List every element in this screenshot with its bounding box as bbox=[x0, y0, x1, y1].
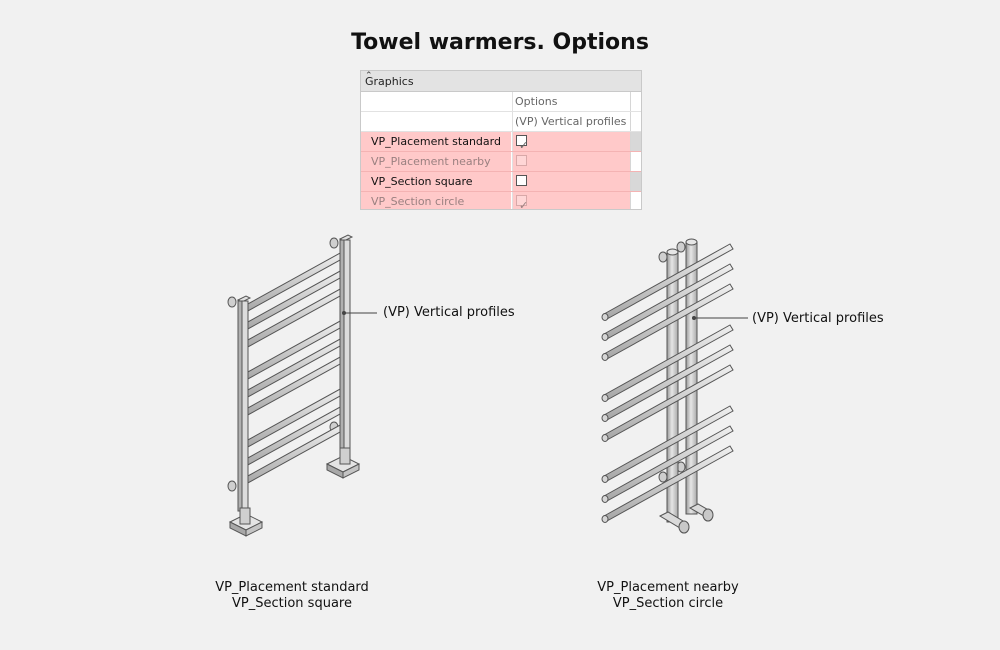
towel-warmer-standard-square bbox=[227, 234, 377, 537]
page-title: Towel warmers. Options bbox=[351, 30, 649, 55]
column-header-options: Options bbox=[515, 95, 558, 108]
section-header-graphics[interactable]: Graphics ⌃ bbox=[361, 71, 641, 92]
wall-bracket-icon bbox=[227, 237, 339, 492]
caption-left: VP_Placement standard VP_Section square bbox=[142, 580, 442, 612]
vertical-profile-right bbox=[338, 234, 354, 453]
horizontal-rails bbox=[245, 251, 343, 485]
checkbox-section-circle: ✓ bbox=[516, 195, 528, 209]
check-icon: ✓ bbox=[519, 199, 529, 210]
check-icon: ✓ bbox=[519, 139, 529, 152]
param-row-section-circle: VP_Section circle ✓ bbox=[361, 192, 641, 209]
param-label: VP_Placement nearby bbox=[371, 155, 491, 168]
section-header-label: Graphics bbox=[365, 75, 414, 88]
callout-vertical-profiles-right: (VP) Vertical profiles bbox=[752, 311, 884, 326]
column-subheader-vertical-profiles: (VP) Vertical profiles bbox=[515, 115, 627, 128]
param-row-placement-nearby: VP_Placement nearby bbox=[361, 152, 641, 172]
caption-left-line1: VP_Placement standard bbox=[215, 580, 369, 595]
column-subheader-row: (VP) Vertical profiles bbox=[361, 112, 641, 132]
properties-panel: Graphics ⌃ Options (VP) Vertical profile… bbox=[360, 70, 642, 210]
param-label: VP_Section square bbox=[371, 175, 473, 188]
valve-fittings bbox=[228, 447, 361, 537]
vertical-profile-back bbox=[685, 238, 698, 515]
checkbox-placement-nearby bbox=[516, 155, 527, 166]
chevron-up-icon[interactable]: ⌃ bbox=[365, 71, 373, 81]
callout-vertical-profiles-left: (VP) Vertical profiles bbox=[383, 305, 515, 320]
rail-end-caps bbox=[601, 313, 609, 523]
caption-left-line2: VP_Section square bbox=[232, 596, 352, 611]
param-row-placement-standard: VP_Placement standard ✓ bbox=[361, 132, 641, 152]
param-label: VP_Placement standard bbox=[371, 135, 501, 148]
valve-fittings bbox=[658, 503, 714, 534]
checkbox-section-square[interactable] bbox=[516, 175, 527, 186]
caption-right-line1: VP_Placement nearby bbox=[597, 580, 739, 595]
param-label: VP_Section circle bbox=[371, 195, 465, 208]
vertical-profile-left bbox=[236, 295, 252, 512]
caption-right-line2: VP_Section circle bbox=[612, 596, 724, 611]
column-header-row: Options bbox=[361, 92, 641, 112]
caption-right: VP_Placement nearby VP_Section circle bbox=[518, 580, 818, 612]
checkbox-placement-standard[interactable]: ✓ bbox=[516, 135, 528, 152]
towel-warmer-nearby-circle bbox=[601, 238, 748, 534]
param-row-section-square: VP_Section square bbox=[361, 172, 641, 192]
horizontal-rails bbox=[603, 243, 734, 522]
